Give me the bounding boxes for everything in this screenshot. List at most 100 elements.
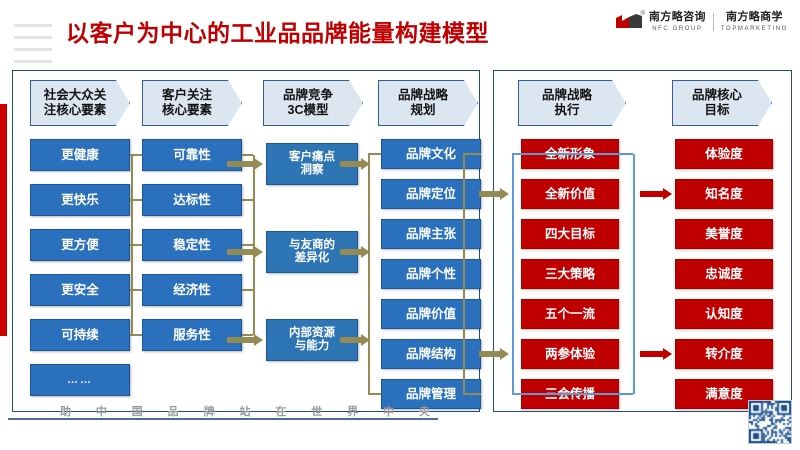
node-brand-strategy-planning-6[interactable]: 品牌结构 (381, 339, 481, 369)
arrow-head (254, 246, 263, 258)
connector-arrow (340, 334, 370, 346)
logo-left-en: NFC GROUP (652, 25, 703, 32)
connector-arrow (479, 348, 509, 360)
left-accent-bar (0, 104, 7, 336)
connector-arrow (227, 334, 263, 346)
connector-arrow (640, 348, 672, 360)
registered-mark: ® (640, 10, 645, 17)
watermark-char: 牌 (203, 406, 215, 418)
watermark-char: 中 (383, 406, 395, 418)
connector-arrow (479, 188, 509, 200)
arrow-stem (340, 337, 361, 343)
node-brand-strategy-execution-2[interactable]: 全新价值 (521, 179, 619, 209)
header-chevron-5: 品牌战略执行 (518, 80, 626, 126)
connector-vertical (253, 155, 255, 335)
watermark-char: 中 (95, 406, 107, 418)
connector-horizontal (242, 199, 253, 201)
node-brand-strategy-execution-3[interactable]: 四大目标 (521, 219, 619, 249)
connector-vertical (633, 154, 635, 394)
node-brand-core-goals-4[interactable]: 忠诚度 (675, 259, 773, 289)
node-customer-focus-elements-1[interactable]: 可靠性 (142, 139, 242, 171)
connector-horizontal (131, 154, 142, 156)
node-social-focus-elements-5[interactable]: 可持续 (30, 319, 130, 351)
arrow-head (500, 348, 509, 360)
node-customer-focus-elements-4[interactable]: 经济性 (142, 274, 242, 306)
arrow-stem (227, 249, 254, 255)
connector-horizontal (130, 334, 131, 336)
connector-horizontal (242, 289, 253, 291)
watermark-text: 助中国品牌站在世界中央 (60, 403, 430, 419)
arrow-stem (479, 351, 500, 357)
node-social-focus-elements-4[interactable]: 更安全 (30, 274, 130, 306)
watermark-char: 界 (347, 406, 359, 418)
node-brand-core-goals-3[interactable]: 美誉度 (675, 219, 773, 249)
connector-arrow (340, 158, 370, 170)
node-social-focus-elements-6[interactable]: …… (30, 364, 130, 396)
connector-vertical (512, 154, 514, 394)
watermark-char: 世 (311, 406, 323, 418)
header-chevron-6: 品牌核心目标 (672, 80, 772, 126)
arrow-head (361, 158, 370, 170)
arrow-head (663, 348, 672, 360)
nfc-logo-mark-icon: ® (615, 10, 645, 30)
node-brand-strategy-execution-6[interactable]: 两参体验 (521, 339, 619, 369)
arrow-head (663, 188, 672, 200)
node-social-focus-elements-2[interactable]: 更快乐 (30, 184, 130, 216)
arrow-stem (340, 249, 361, 255)
node-brand-strategy-execution-4[interactable]: 三大策略 (521, 259, 619, 289)
watermark-char: 在 (275, 406, 287, 418)
arrow-head (254, 334, 263, 346)
node-brand-strategy-planning-4[interactable]: 品牌个性 (381, 259, 481, 289)
page-title: 以客户为中心的工业品品牌能量构建模型 (66, 20, 489, 46)
connector-vertical (463, 154, 465, 394)
connector-horizontal (368, 153, 381, 155)
connector-horizontal (242, 334, 253, 336)
logo-left-cn: 南方略咨询 (648, 11, 706, 23)
node-customer-focus-elements-5[interactable]: 服务性 (142, 319, 242, 351)
header-chevron-1: 社会大众关注核心要素 (30, 80, 130, 126)
node-brand-core-goals-5[interactable]: 认知度 (675, 299, 773, 329)
arrow-stem (640, 191, 663, 197)
company-logo: ® 南方略咨询 NFC GROUP 南方略商学 TOPMARKETING (615, 10, 788, 32)
node-brand-strategy-planning-2[interactable]: 品牌定位 (381, 179, 481, 209)
qr-code[interactable] (748, 400, 792, 444)
node-brand-strategy-planning-3[interactable]: 品牌主张 (381, 219, 481, 249)
watermark-rule (8, 418, 438, 420)
connector-horizontal (242, 244, 253, 246)
connector-horizontal (131, 289, 142, 291)
node-customer-focus-elements-3[interactable]: 稳定性 (142, 229, 242, 261)
node-brand-strategy-planning-5[interactable]: 品牌价值 (381, 299, 481, 329)
connector-horizontal (512, 153, 633, 155)
watermark-char: 国 (131, 406, 143, 418)
node-brand-core-goals-1[interactable]: 体验度 (675, 139, 773, 169)
arrow-stem (340, 161, 361, 167)
connector-horizontal (242, 154, 253, 156)
connector-horizontal (130, 199, 131, 201)
arrow-head (500, 188, 509, 200)
arrow-head (361, 246, 370, 258)
arrow-head (254, 158, 263, 170)
logo-right-text: 南方略商学 TOPMARKETING (721, 11, 788, 32)
watermark-char: 品 (167, 406, 179, 418)
arrow-stem (640, 351, 663, 357)
connector-horizontal (130, 289, 131, 291)
decorative-lines (14, 24, 52, 72)
connector-arrow (640, 188, 672, 200)
logo-right-cn: 南方略商学 (725, 11, 783, 23)
node-brand-core-goals-2[interactable]: 知名度 (675, 179, 773, 209)
connector-horizontal (463, 153, 481, 155)
connector-horizontal (130, 244, 131, 246)
node-social-focus-elements-3[interactable]: 更方便 (30, 229, 130, 261)
header-chevron-4: 品牌战略规划 (378, 80, 478, 126)
connector-horizontal (131, 199, 142, 201)
connector-horizontal (463, 393, 481, 395)
node-brand-core-goals-6[interactable]: 转介度 (675, 339, 773, 369)
connector-arrow (227, 246, 263, 258)
node-customer-focus-elements-2[interactable]: 达标性 (142, 184, 242, 216)
node-brand-strategy-execution-5[interactable]: 五个一流 (521, 299, 619, 329)
arrow-head (361, 334, 370, 346)
watermark-char: 央 (418, 406, 430, 418)
node-social-focus-elements-1[interactable]: 更健康 (30, 139, 130, 171)
connector-horizontal (130, 154, 131, 156)
